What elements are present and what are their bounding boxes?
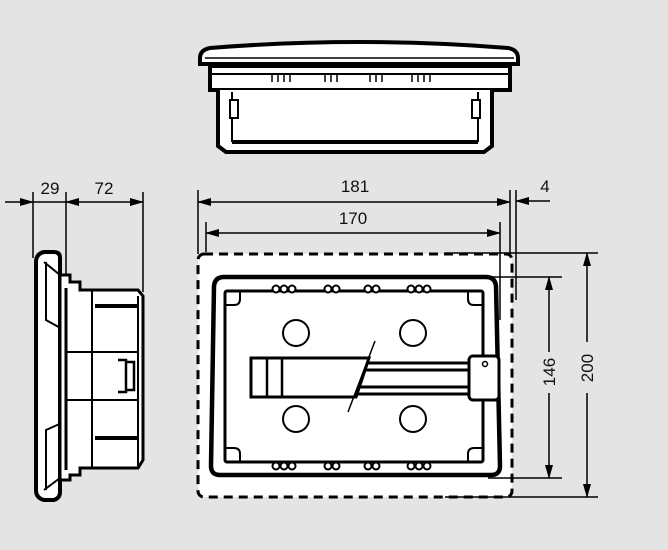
top-view [198,40,520,154]
dimension-170: 170 [339,209,367,228]
mounting-holes [282,319,427,433]
dimension-4: 4 [540,177,549,196]
dimension-146: 146 [540,358,559,386]
dimension-181: 181 [341,177,369,196]
vent-slots [271,75,431,82]
dimension-200: 200 [578,354,597,382]
hinge-bumps [271,284,432,471]
dimension-29: 29 [41,179,60,198]
side-dimensions: 29 72 [5,179,144,292]
din-rail [249,340,501,413]
break-line [347,340,376,413]
front-view [196,252,514,499]
side-view [34,250,145,502]
dimension-72: 72 [95,179,114,198]
front-dimensions: 181 4 170 200 146 [197,177,598,498]
